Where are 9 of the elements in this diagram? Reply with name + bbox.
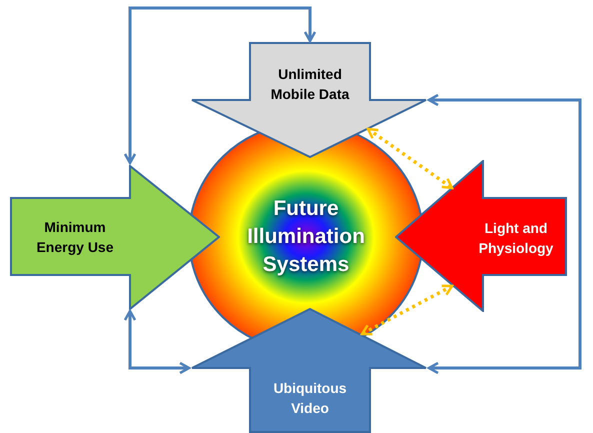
node-label: Minimum Energy Use: [35, 218, 115, 257]
arrow: [428, 94, 582, 374]
dotted-arrow: [366, 128, 454, 190]
node-label: Light and Physiology: [478, 219, 554, 258]
node-label: Ubiquitous Video: [272, 379, 348, 418]
dotted-arrow: [360, 284, 454, 336]
node-label: Unlimited Mobile Data: [270, 65, 350, 104]
arrow: [124, 310, 190, 374]
arrow: [124, 6, 316, 164]
